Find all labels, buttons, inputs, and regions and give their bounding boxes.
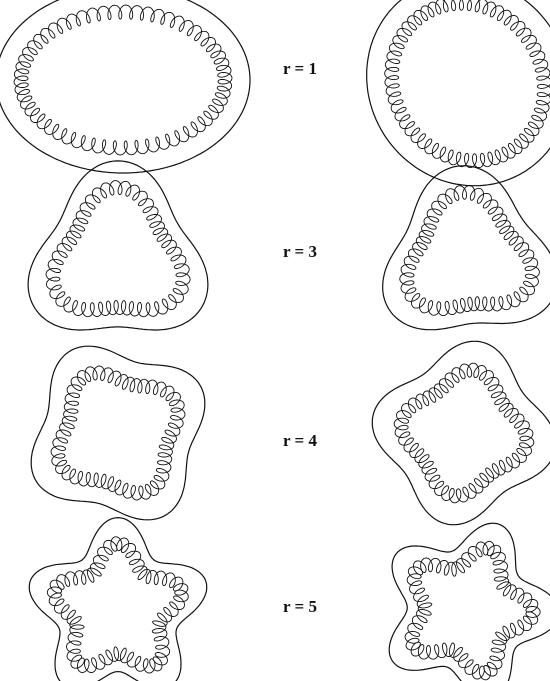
outer-contour bbox=[31, 346, 205, 520]
row-r-5: r = 5 bbox=[29, 518, 550, 681]
loop-curve bbox=[46, 181, 190, 317]
shape-r-3-right bbox=[383, 166, 550, 330]
loop-curve bbox=[400, 186, 540, 316]
loop-curve bbox=[405, 541, 540, 680]
row-r-3: r = 3 bbox=[28, 161, 550, 330]
row-r-4: r = 4 bbox=[31, 341, 550, 524]
row-label-r-5: r = 5 bbox=[283, 597, 317, 616]
loop-curve bbox=[14, 5, 232, 155]
shape-r-4-left bbox=[31, 346, 205, 520]
loop-curve bbox=[47, 537, 188, 673]
row-r-1: r = 1 bbox=[0, 0, 550, 186]
shape-r-5-right bbox=[389, 523, 550, 681]
outer-contour bbox=[0, 0, 250, 173]
loop-curve bbox=[394, 363, 534, 503]
shape-r-1-right bbox=[367, 0, 550, 186]
outer-contour bbox=[383, 166, 550, 330]
row-label-r-4: r = 4 bbox=[283, 431, 317, 450]
shape-r-4-right bbox=[372, 341, 550, 524]
shape-r-1-left bbox=[0, 0, 250, 173]
row-label-r-3: r = 3 bbox=[283, 242, 317, 261]
shape-r-3-left bbox=[28, 161, 208, 330]
loop-curve bbox=[385, 0, 550, 168]
row-label-r-1: r = 1 bbox=[283, 59, 317, 78]
shape-r-5-left bbox=[29, 518, 206, 681]
loop-curve bbox=[51, 366, 185, 500]
